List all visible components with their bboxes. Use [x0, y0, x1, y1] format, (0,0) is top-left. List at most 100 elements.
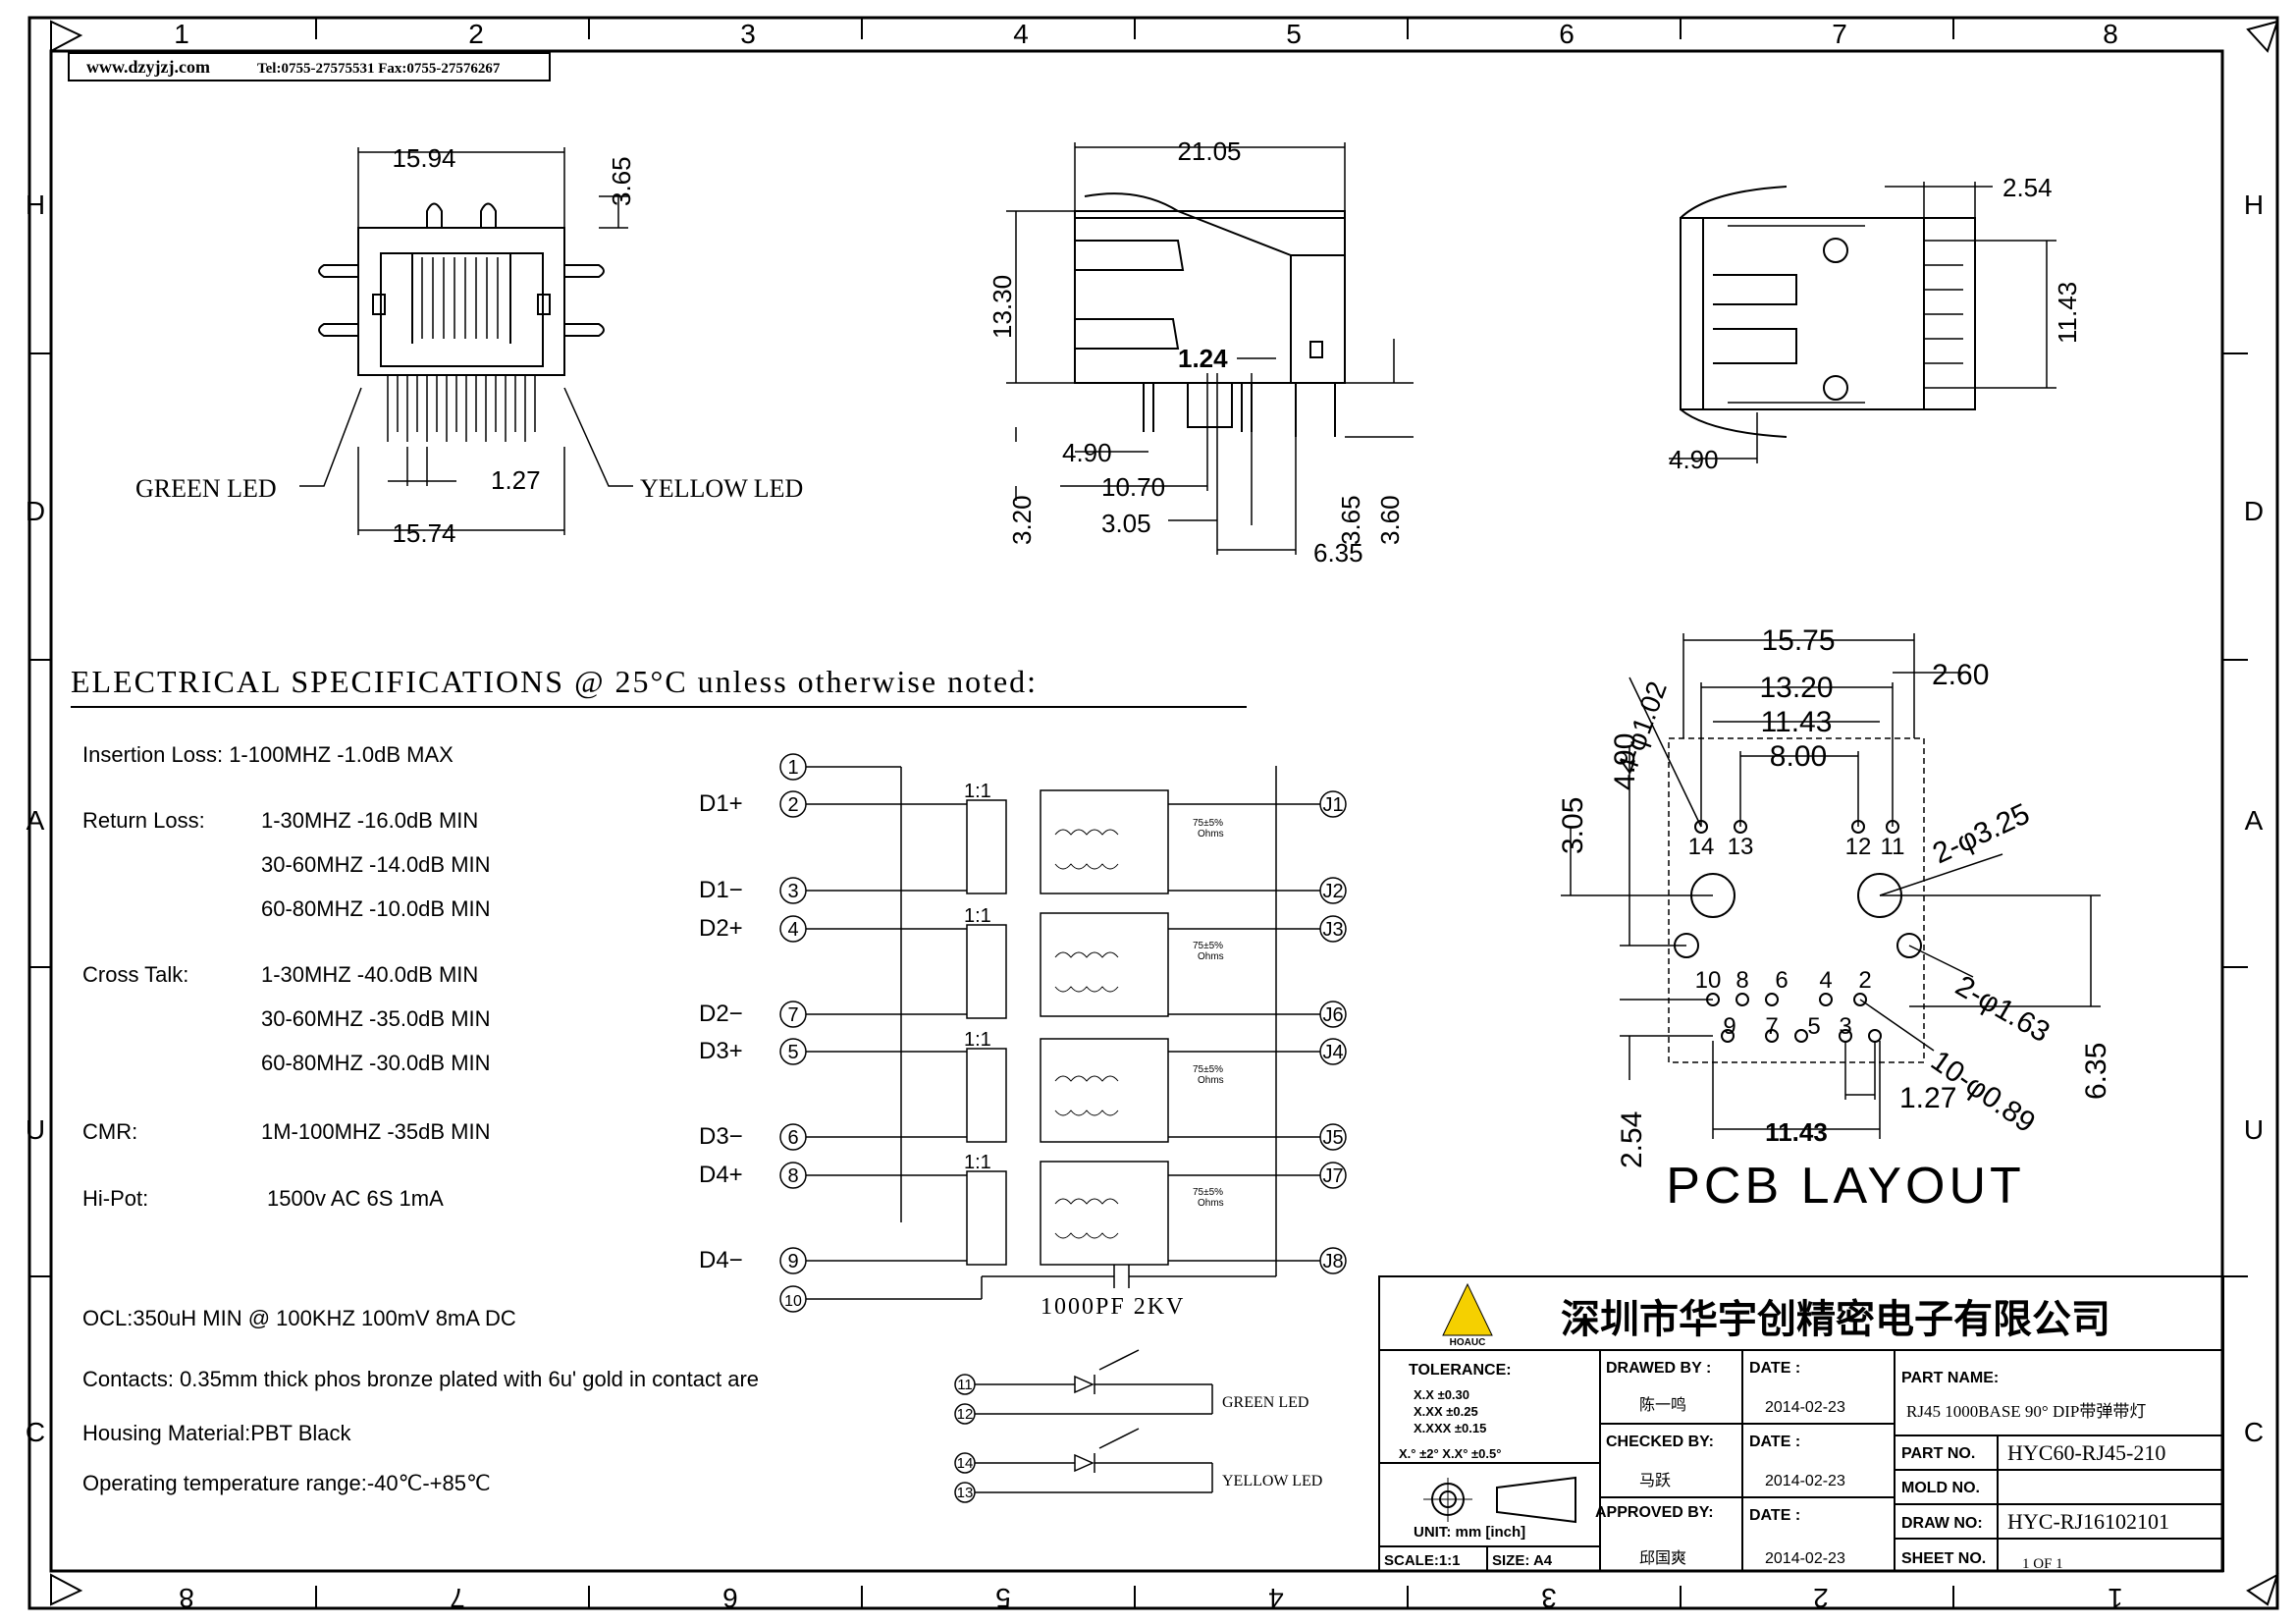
pin-label: 10 — [1695, 967, 1722, 994]
pcb-dim: 6.35 — [2080, 1043, 2112, 1100]
zone-number: 2 — [468, 19, 484, 49]
pin-label: 11 — [1881, 834, 1905, 860]
pcb-dim: 3.05 — [1557, 797, 1589, 854]
schematic-pin: 7 — [787, 1004, 798, 1026]
pcb-dim: 11.43 — [1765, 1117, 1828, 1147]
spec-cmr-label: CMR: — [82, 1119, 137, 1144]
approved-by: 邱国爽 — [1639, 1549, 1686, 1567]
schematic-pin: 1 — [787, 757, 798, 779]
zone-number: 3 — [1541, 1583, 1557, 1613]
pcb-dim: 8.00 — [1770, 740, 1827, 773]
zone-letter: C — [26, 1417, 45, 1447]
size-label: SIZE: A4 — [1492, 1552, 1553, 1569]
dim-side-pin: 1.24 — [1178, 344, 1228, 373]
logo-text: HOAUC — [1450, 1337, 1486, 1348]
spec-hipot: 1500v AC 6S 1mA — [267, 1186, 444, 1211]
schematic-pin: 8 — [787, 1165, 798, 1187]
dim-side-a: 4.90 — [1062, 438, 1112, 467]
spec-return-loss-label: Return Loss: — [82, 808, 205, 833]
approved-by-label: APPROVED BY: — [1595, 1504, 1714, 1521]
zone-number: 4 — [1268, 1583, 1284, 1613]
dim-side-length: 21.05 — [1177, 136, 1241, 166]
spec-cross-talk: 30-60MHZ -35.0dB MIN — [261, 1006, 491, 1031]
schematic-label: D1− — [699, 877, 743, 903]
schematic-jack: J8 — [1322, 1251, 1343, 1272]
zone-number: 7 — [450, 1583, 465, 1613]
zone-number: 1 — [2108, 1583, 2123, 1613]
part-name-label: PART NAME: — [1901, 1370, 1999, 1386]
pin-label: 12 — [1845, 834, 1872, 860]
resistor-label: 75±5% — [1193, 941, 1223, 951]
tolerance-value: X.X ±0.30 — [1414, 1387, 1469, 1402]
schematic-pin: 10 — [784, 1293, 802, 1310]
schematic-label: D2+ — [699, 915, 743, 942]
dim-side-b: 10.70 — [1101, 472, 1165, 502]
top-view — [1669, 182, 2056, 463]
pin-label: 4 — [1819, 967, 1832, 994]
schematic-label: D2− — [699, 1001, 743, 1027]
schematic-pin: 3 — [787, 881, 798, 902]
zone-letter: U — [26, 1114, 45, 1145]
spec-hipot-label: Hi-Pot: — [82, 1186, 148, 1211]
dim-front-width: 15.94 — [392, 143, 455, 173]
date-value: 2014-02-23 — [1765, 1550, 1845, 1567]
dim-side-f: 3.60 — [1375, 495, 1405, 545]
spec-ocl: OCL:350uH MIN @ 100KHZ 100mV 8mA DC — [82, 1306, 516, 1330]
date-value: 2014-02-23 — [1765, 1473, 1845, 1489]
zone-letter: D — [2244, 496, 2264, 526]
resistor-label: 75±5% — [1193, 818, 1223, 829]
draw-no: HYC-RJ16102101 — [2007, 1509, 2169, 1534]
schematic-pin: 2 — [787, 794, 798, 816]
capacitor-label: 1000PF 2KV — [1041, 1294, 1185, 1320]
schematic-pin: 4 — [787, 919, 798, 941]
pin-label: 6 — [1775, 967, 1788, 994]
schematic-jack: J5 — [1322, 1127, 1343, 1149]
ohms-label: Ohms — [1198, 951, 1224, 962]
mold-no-label: MOLD NO. — [1901, 1480, 1980, 1496]
resistor-label: 75±5% — [1193, 1187, 1223, 1198]
title-block — [1378, 1275, 2224, 1572]
corner-arrow — [50, 1573, 83, 1606]
green-led-label: GREEN LED — [135, 474, 277, 503]
checked-by-label: CHECKED BY: — [1606, 1434, 1714, 1450]
sheet-no-label: SHEET NO. — [1901, 1550, 1986, 1567]
schematic-jack: J3 — [1322, 919, 1343, 941]
pcb-dim: 2.60 — [1932, 659, 1989, 691]
zone-letter: D — [26, 496, 45, 526]
ohms-label: Ohms — [1198, 829, 1224, 839]
dim-top-c: 4.90 — [1669, 445, 1719, 474]
transformer-ratio: 1:1 — [964, 1029, 991, 1051]
pcb-dim: 11.43 — [1761, 706, 1833, 738]
schematic-label: D3+ — [699, 1038, 743, 1064]
spec-return-loss: 60-80MHZ -10.0dB MIN — [261, 896, 491, 921]
pcb-dim: 13.20 — [1759, 672, 1833, 704]
led-pin: 12 — [957, 1406, 974, 1423]
date-label: DATE : — [1749, 1507, 1800, 1524]
pcb-dim: 4.90 — [1609, 733, 1641, 790]
checked-by: 马跃 — [1639, 1472, 1671, 1489]
schematic-jack: J6 — [1322, 1004, 1343, 1026]
outer-frame — [27, 16, 2279, 1610]
pin-label: 14 — [1688, 834, 1715, 860]
pcb-layout-title: PCB LAYOUT — [1666, 1158, 2025, 1215]
side-view — [1006, 142, 1414, 555]
drawed-by-label: DRAWED BY : — [1606, 1360, 1711, 1377]
company-name: 深圳市华宇创精密电子有限公司 — [1561, 1298, 2110, 1341]
pin-label: 9 — [1723, 1013, 1735, 1040]
pin-label: 7 — [1765, 1013, 1778, 1040]
spec-housing: Housing Material:PBT Black — [82, 1421, 351, 1445]
schematic-jack: J1 — [1322, 794, 1343, 816]
schematic-jack: J2 — [1322, 881, 1343, 902]
zone-number: 5 — [995, 1583, 1011, 1613]
schematic-yellow-led: YELLOW LED — [1222, 1473, 1322, 1489]
zone-letter: H — [2244, 189, 2264, 220]
date-value: 2014-02-23 — [1765, 1399, 1845, 1416]
led-pin: 13 — [957, 1485, 974, 1501]
dim-side-e: 3.65 — [1336, 495, 1365, 545]
schematic-label: D1+ — [699, 790, 743, 817]
spec-cross-talk-label: Cross Talk: — [82, 962, 188, 987]
date-label: DATE : — [1749, 1434, 1800, 1450]
spec-cross-talk: 1-30MHZ -40.0dB MIN — [261, 962, 478, 987]
zone-number: 6 — [722, 1583, 738, 1613]
spec-temperature: Operating temperature range:-40℃-+85℃ — [82, 1471, 491, 1495]
